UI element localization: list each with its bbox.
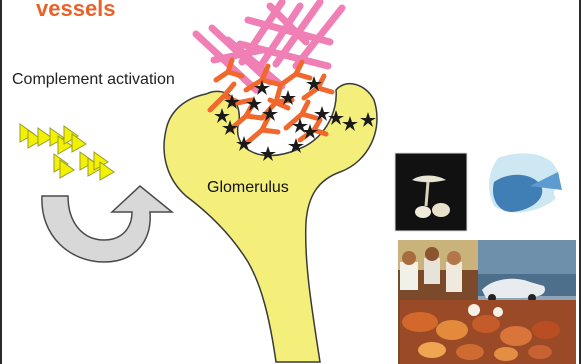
complement-triangles [20,124,114,180]
photo-cutlery [395,153,467,231]
photo-blue-figure [489,153,562,212]
triangle-icon [100,162,114,180]
curved-arrow-icon [42,186,172,262]
glomerulus-shape [164,84,377,362]
triangle-icon [72,134,86,152]
complement-activation-label: Complement activation [12,71,175,89]
glomerulus-label: Glomerulus [207,179,289,197]
